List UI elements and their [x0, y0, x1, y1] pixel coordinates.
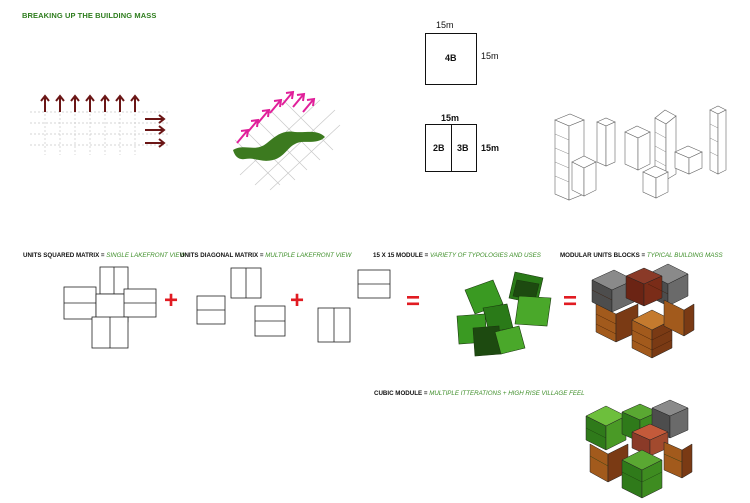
caption-squared-desc: SINGLE LAKEFRONT VIEW — [106, 252, 186, 259]
caption-units-diagonal-matrix: UNITS DIAGONAL MATRIX = MULTIPLE LAKEFRO… — [180, 252, 351, 259]
caption-cubic-module: CUBIC MODULE = MULTIPLE ITTERATIONS + HI… — [374, 390, 585, 397]
caption-module-label: 15 X 15 MODULE — [373, 252, 423, 259]
lake-green-shape — [233, 131, 325, 161]
single-module-box: 4B — [425, 33, 477, 85]
isometric-towers-sketch — [554, 105, 727, 201]
module-divider — [451, 125, 452, 171]
caption-diagonal-label: UNITS DIAGONAL MATRIX — [180, 252, 259, 259]
equals-operator-1: = — [406, 288, 421, 315]
caption-blocks-eq: = — [639, 252, 647, 259]
caption-15x15-module: 15 X 15 MODULE = VARIETY OF TYPOLOGIES A… — [373, 252, 541, 259]
squared-grid-arrows-diagram — [30, 94, 170, 155]
double-module-top-dimension: 15m — [441, 113, 460, 123]
unit-label-2b: 2B — [433, 143, 445, 153]
caption-module-eq: = — [422, 252, 430, 259]
diagonal-grid-lakefront-diagram — [233, 90, 341, 191]
squared-matrix-diagram — [63, 266, 157, 349]
module-top-dimension: 15m — [436, 20, 454, 30]
caption-squared-eq: = — [99, 252, 107, 259]
plus-operator-2: + — [290, 287, 305, 314]
double-module-box: 2B 3B — [425, 124, 477, 172]
unit-label-3b: 3B — [457, 143, 469, 153]
diagonal-matrix-diagram — [196, 267, 286, 337]
caption-squared-label: UNITS SQUARED MATRIX — [23, 252, 100, 259]
cubic-module-diagram — [585, 399, 693, 499]
module-pair-diagram — [317, 269, 391, 343]
caption-blocks-desc: TYPICAL BUILDING MASS — [646, 252, 723, 259]
caption-module-desc: VARIETY OF TYPOLOGIES AND USES — [429, 252, 541, 259]
caption-cubic-eq: = — [422, 390, 430, 397]
caption-modular-units-blocks: MODULAR UNITS BLOCKS = TYPICAL BUILDING … — [560, 252, 723, 259]
unit-label-4b: 4B — [445, 53, 457, 63]
caption-cubic-label: CUBIC MODULE — [374, 390, 423, 397]
double-module-side-dimension: 15m — [481, 143, 500, 153]
equals-operator-2: = — [563, 288, 578, 315]
diagram-title: BREAKING UP THE BUILDING MASS — [22, 11, 157, 20]
caption-diagonal-eq: = — [258, 252, 266, 259]
plus-operator-1: + — [164, 287, 179, 314]
caption-cubic-desc: MULTIPLE ITTERATIONS + HIGH RISE VILLAGE… — [429, 390, 585, 397]
module-side-dimension: 15m — [481, 51, 499, 61]
caption-units-squared-matrix: UNITS SQUARED MATRIX = SINGLE LAKEFRONT … — [23, 252, 185, 259]
caption-diagonal-desc: MULTIPLE LAKEFRONT VIEW — [265, 252, 352, 259]
modular-units-blocks-diagram — [591, 263, 695, 359]
green-module-cluster — [456, 271, 552, 357]
caption-blocks-label: MODULAR UNITS BLOCKS — [560, 252, 640, 259]
